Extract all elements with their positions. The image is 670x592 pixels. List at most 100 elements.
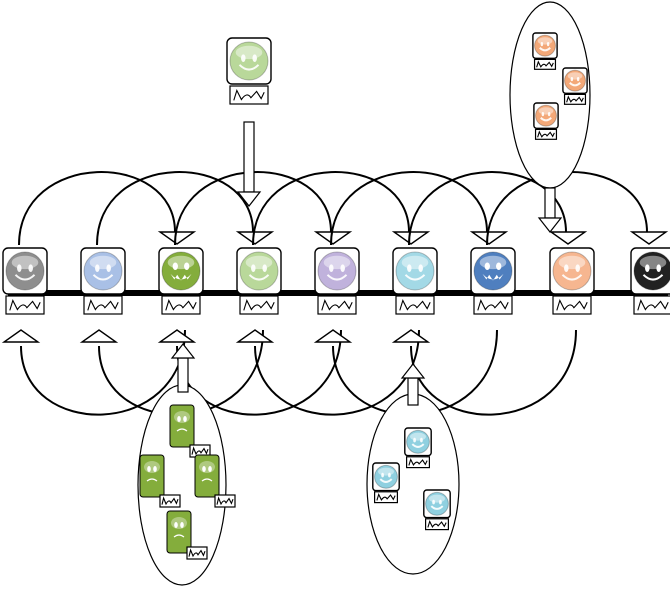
group-bottom-right-arrow-shaft <box>407 377 419 406</box>
group-top-right-node-3-face-shine <box>538 107 554 115</box>
chain-node-7-signature-scribble <box>477 299 509 311</box>
node-layer <box>2 247 670 315</box>
group-top-right-node-1-signature <box>533 58 557 70</box>
chain-node-7-face-disc <box>473 251 513 291</box>
group-top-right-node-2-face-eye-l <box>570 76 574 82</box>
incoming-single-node-face-eye-l <box>241 54 246 62</box>
group-bottom-left-node-1-eye-l <box>177 416 181 422</box>
group-bottom-right-node-1-signature-scribble <box>408 458 428 466</box>
top-arc-5 <box>330 171 488 246</box>
chain-node-5-signature-scribble <box>321 299 353 311</box>
top-arc-arrowhead-1 <box>157 231 197 245</box>
group-bottom-left-node-4-frame <box>166 510 192 554</box>
top-arc-4 <box>252 171 410 246</box>
bottom-arc-arrowhead-4 <box>235 329 275 343</box>
group-top-right-node-1-face-disc <box>534 34 556 57</box>
group-bottom-right-node-1-signature <box>406 456 431 469</box>
group-top-right-node-3-face <box>535 104 557 127</box>
chain-node-3-face <box>161 251 201 291</box>
group-bottom-left-node-4-eye-l <box>174 522 178 528</box>
group-bottom-right-arrow-head <box>400 363 426 379</box>
chain-node-7-face <box>473 251 513 291</box>
chain-node-2-signature <box>83 295 123 315</box>
chain-node-3-signature-scribble <box>165 299 197 311</box>
incoming-single-node-face-disc <box>229 41 269 81</box>
incoming-single-node <box>226 37 272 105</box>
incoming-single-node-face <box>229 41 269 81</box>
group-bottom-left-node-1-signature <box>189 444 211 458</box>
group-bottom-right-arrow <box>400 363 426 406</box>
chain-node-7-face-eye-l <box>484 262 490 271</box>
chain-node-1-face-shine <box>11 255 39 270</box>
group-bottom-right-node-2-face-mouth <box>379 478 393 483</box>
group-bottom-left-node-3 <box>194 454 220 498</box>
group-bottom-left-node-1-shine <box>174 411 190 423</box>
chain-node-6-face-disc <box>395 251 435 291</box>
group-bottom-left-node-2 <box>139 454 165 498</box>
bottom-arc-arrowhead-2 <box>79 329 119 343</box>
chain-node-9 <box>630 247 670 315</box>
group-bottom-right-node-3-face <box>425 491 449 516</box>
group-top-right-node-1-face <box>534 34 556 57</box>
group-top-right-node-2 <box>562 67 588 105</box>
group-bottom-left-node-1-signature-scribble <box>191 446 209 456</box>
top-arc-arrowhead-6 <box>548 231 588 245</box>
chain-node-8-face <box>552 251 592 291</box>
group-top-right-node-2-face-disc <box>564 69 586 92</box>
group-bottom-left-node-1 <box>169 404 195 448</box>
chain-node-2-face-eye-l <box>95 264 100 272</box>
group-bottom-right-node-1-face-eye-r <box>420 437 423 443</box>
bottom-arc-arrowhead-3 <box>157 329 197 343</box>
bottom-arc-6 <box>410 329 577 416</box>
group-top-right-node-2-face-mouth <box>569 81 581 87</box>
chain-node-5-face-shine <box>323 255 351 270</box>
group-bottom-left-arrow-head <box>170 343 196 359</box>
chain-node-6-face-eye-r <box>418 264 423 272</box>
chain-node-1-face-eye-l <box>17 264 22 272</box>
group-bottom-right-node-3 <box>423 489 451 531</box>
chain-node-8-face-eye-l <box>564 264 569 272</box>
chain-node-4-signature-scribble <box>243 299 275 311</box>
incoming-single-arrow <box>236 121 262 207</box>
incoming-single-node-signature <box>229 85 269 105</box>
top-arc-arrowhead-2 <box>235 231 275 245</box>
group-bottom-left-node-4-shine <box>171 517 187 529</box>
group-bottom-right-node-3-signature <box>425 518 450 531</box>
bottom-arc-arrowhead-5 <box>313 329 353 343</box>
chain-node-1-face-eye-r <box>28 264 33 272</box>
group-bottom-left-node-3-frame <box>194 454 220 498</box>
group-bottom-left-node-3-signature-scribble <box>216 496 234 506</box>
group-bottom-left-node-1-eye-r <box>183 416 187 422</box>
chain-node-6-signature-scribble <box>399 299 431 311</box>
top-arc-2 <box>96 171 254 246</box>
chain-node-2-face-mouth <box>92 274 114 281</box>
group-bottom-right-node-1-face-shine <box>410 432 426 441</box>
chain-node-5-face-eye-r <box>340 264 345 272</box>
group-top-right-arrow-shaft <box>544 187 556 219</box>
chain-node-2 <box>80 247 126 315</box>
chain-node-3-signature <box>161 295 201 315</box>
top-arc-arrowhead-3 <box>313 231 353 245</box>
chain-node-6-face-eye-l <box>407 264 412 272</box>
group-bottom-left-node-2-signature <box>159 494 181 508</box>
chain-node-3-face-eye-r <box>184 262 190 271</box>
chain-node-5-face-disc <box>317 251 357 291</box>
group-bottom-right-node-3-signature-scribble <box>427 520 447 528</box>
top-arc-arrowhead-5 <box>469 231 509 245</box>
chain-node-2-signature-scribble <box>87 299 119 311</box>
group-bottom-right-node-3-face-eye-l <box>432 499 435 505</box>
group-top-right-node-1-face-mouth <box>539 46 551 52</box>
group-top-right-node-3-signature-scribble <box>537 130 555 138</box>
incoming-single-node-face-eye-r <box>252 54 257 62</box>
chain-node-4-face-eye-l <box>251 264 256 272</box>
chain-node-1-face-disc <box>5 251 45 291</box>
group-top-right-node-3-face-eye-r <box>547 111 551 117</box>
group-top-right-node-1 <box>532 32 558 70</box>
chain-node-4-face <box>239 251 279 291</box>
chain-node-9-face-mouth <box>642 274 664 281</box>
chain-node-8-signature <box>552 295 592 315</box>
group-top-right-arrow-head <box>537 217 563 233</box>
group-top-right-node-2-signature <box>563 93 587 105</box>
group-top-right-node-1-face-shine <box>537 37 553 45</box>
bottom-arc-arrowhead-1 <box>1 329 41 343</box>
